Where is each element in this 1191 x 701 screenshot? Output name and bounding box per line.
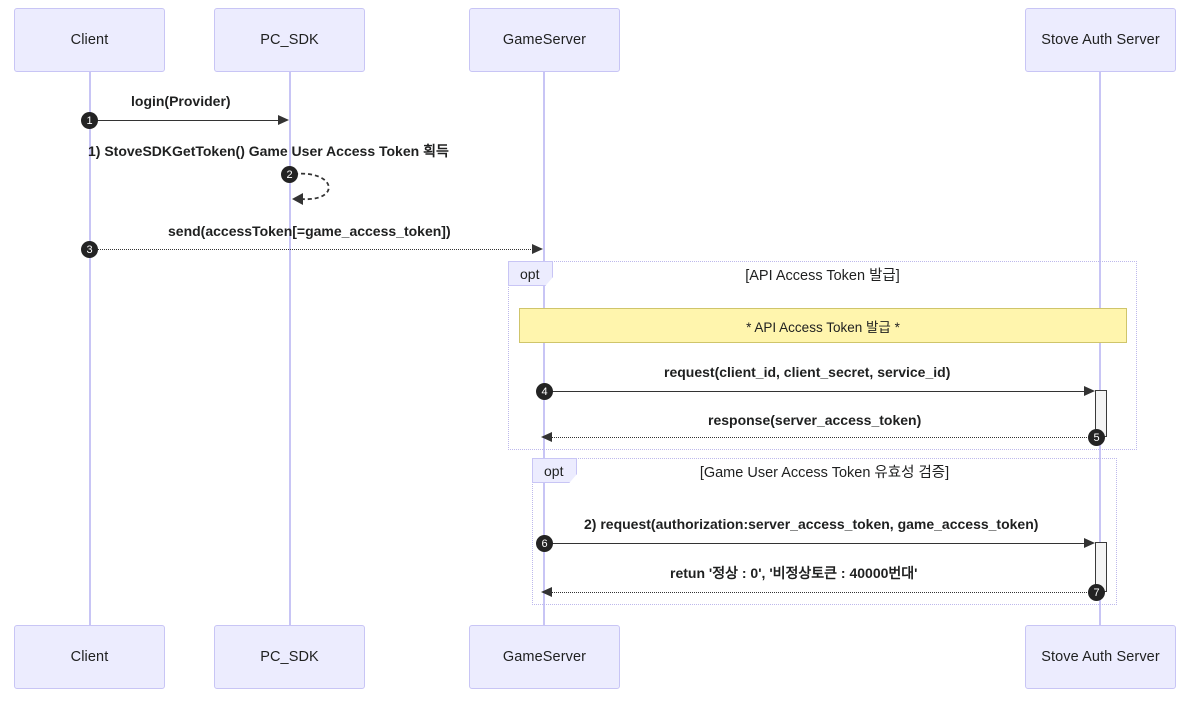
message-label-1: login(Provider): [131, 93, 231, 109]
message-label-3: send(accessToken[=game_access_token]): [168, 223, 451, 239]
note-text: * API Access Token 발급 *: [746, 319, 900, 335]
message-line-5: [552, 437, 1095, 438]
participant-stove-auth-top[interactable]: Stove Auth Server: [1025, 8, 1176, 72]
arrow-head-4: [1084, 386, 1095, 396]
message-label-6: 2) request(authorization:server_access_t…: [584, 516, 1039, 532]
lifeline-gameserver: [543, 72, 545, 625]
participant-pc-sdk-top[interactable]: PC_SDK: [214, 8, 365, 72]
fragment-operator-label: opt: [544, 462, 564, 479]
message-label-2: 1) StoveSDKGetToken() Game User Access T…: [88, 143, 449, 159]
message-line-3: [90, 249, 535, 250]
fragment-operator-label: opt: [520, 265, 540, 282]
message-line-6: [544, 543, 1085, 544]
participant-gameserver-top[interactable]: GameServer: [469, 8, 620, 72]
arrow-head-7: [541, 587, 552, 597]
sequence-badge-5: 5: [1088, 429, 1105, 446]
participant-pc-sdk-bottom[interactable]: PC_SDK: [214, 625, 365, 689]
message-label-5: response(server_access_token): [708, 412, 922, 428]
participant-label: Stove Auth Server: [1041, 649, 1160, 665]
fragment-operator-tag: opt: [508, 261, 554, 286]
fragment-condition-label: [Game User Access Token 유효성 검증]: [699, 465, 950, 481]
lifeline-stove-auth: [1099, 72, 1101, 625]
participant-label: PC_SDK: [260, 32, 319, 48]
self-message-loop-2: [292, 172, 330, 205]
participant-label: Client: [70, 649, 109, 665]
participant-label: Client: [70, 32, 109, 48]
arrow-head-6: [1084, 538, 1095, 548]
message-line-1: [90, 120, 281, 121]
participant-client-top[interactable]: Client: [14, 8, 165, 72]
sequence-badge-7: 7: [1088, 584, 1105, 601]
sequence-badge-6: 6: [536, 535, 553, 552]
message-label-7: retun '정상 : 0', '비정상토큰 : 40000번대': [670, 565, 918, 581]
participant-gameserver-bottom[interactable]: GameServer: [469, 625, 620, 689]
fragment-condition-label: [API Access Token 발급]: [745, 268, 900, 284]
message-line-7: [552, 592, 1095, 593]
note-api-access-token: * API Access Token 발급 *: [519, 308, 1127, 343]
sequence-badge-2: 2: [281, 166, 298, 183]
lifeline-client: [89, 72, 91, 625]
sequence-badge-1: 1: [81, 112, 98, 129]
sequence-badge-3: 3: [81, 241, 98, 258]
participant-label: Stove Auth Server: [1041, 32, 1160, 48]
lifeline-pc-sdk: [289, 72, 291, 625]
arrow-head-3: [532, 244, 543, 254]
participant-stove-auth-bottom[interactable]: Stove Auth Server: [1025, 625, 1176, 689]
participant-label: PC_SDK: [260, 649, 319, 665]
participant-client-bottom[interactable]: Client: [14, 625, 165, 689]
sequence-badge-4: 4: [536, 383, 553, 400]
message-line-4: [544, 391, 1085, 392]
participant-label: GameServer: [502, 649, 587, 665]
fragment-operator-tag: opt: [532, 458, 578, 483]
participant-label: GameServer: [502, 32, 587, 48]
message-label-4: request(client_id, client_secret, servic…: [664, 364, 951, 380]
arrow-head-5: [541, 432, 552, 442]
arrow-head-1: [278, 115, 289, 125]
